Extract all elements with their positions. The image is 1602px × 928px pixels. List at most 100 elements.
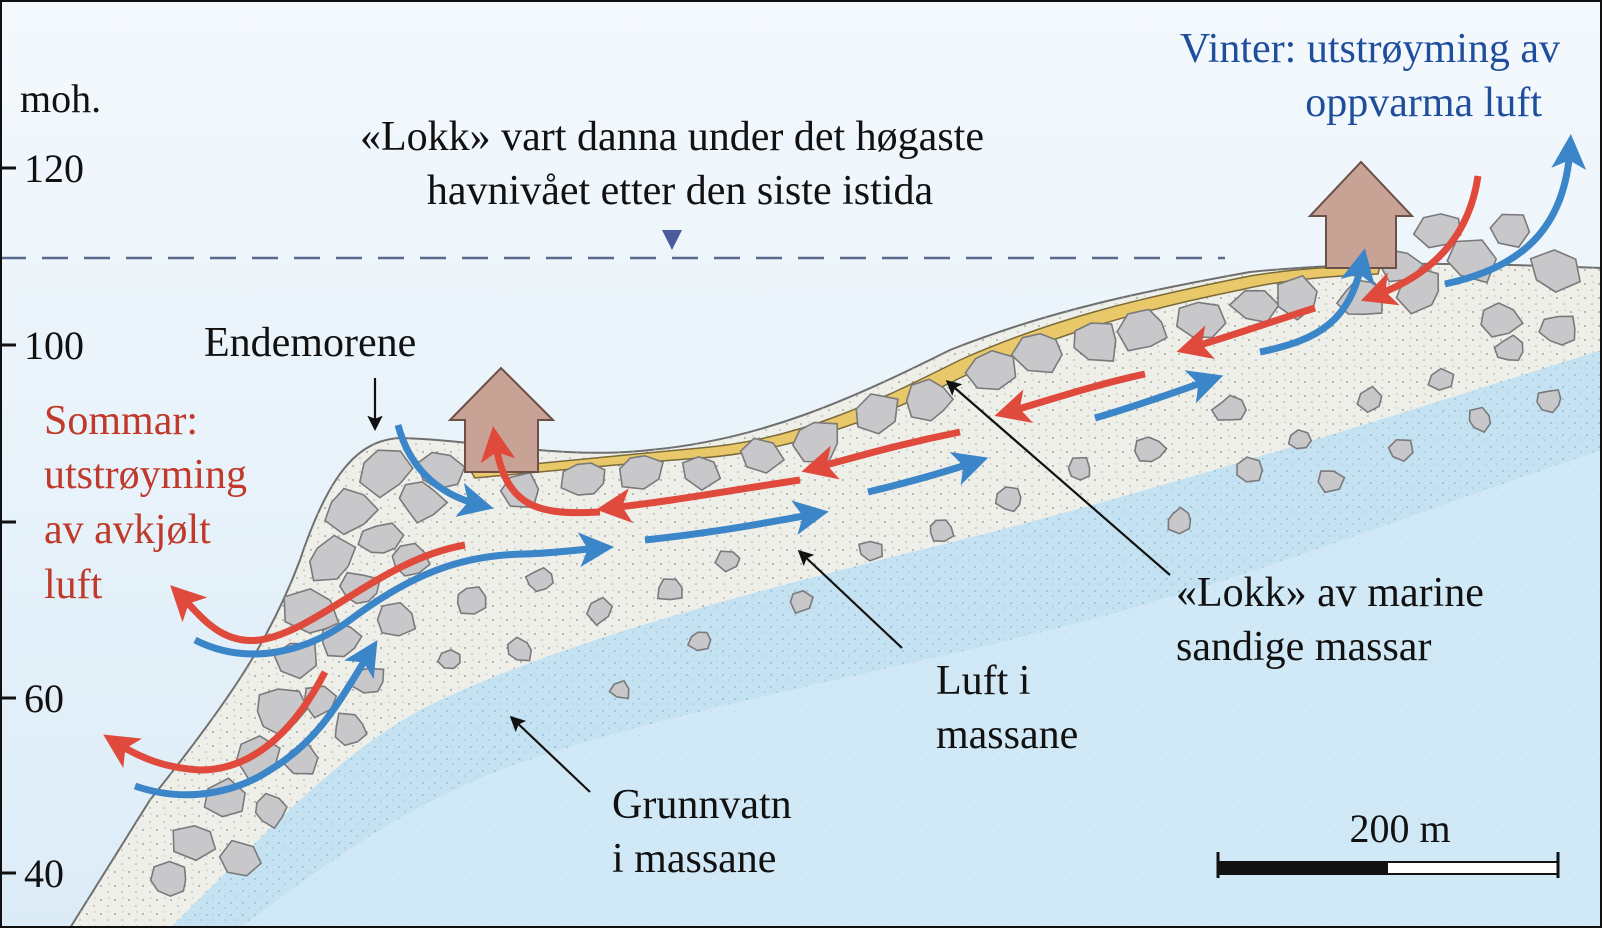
air-flow-arrow <box>994 370 1146 424</box>
rock-icon <box>1536 389 1562 414</box>
winter-label-line2: oppvarma luft <box>1305 80 1542 126</box>
rock-icon <box>506 636 533 662</box>
groundwater-deep <box>240 450 1602 928</box>
rock-icon <box>524 566 554 593</box>
rock-icon <box>1236 456 1264 483</box>
air-flow-arrow <box>170 541 466 645</box>
rock-icon <box>1167 506 1192 535</box>
air-flow-arrow <box>1444 134 1587 288</box>
rock-icon <box>1480 302 1524 338</box>
rock-icon <box>585 596 614 627</box>
rock-icon <box>681 455 722 492</box>
rock-icon <box>334 712 368 747</box>
air-flow-arrow <box>644 500 829 544</box>
air-flow-arrow <box>1094 370 1224 422</box>
endemorene-label: Endemorene <box>204 320 416 366</box>
rock-icon <box>686 631 712 652</box>
lokk-label-line2: sandige massar <box>1176 624 1431 670</box>
air-flow-arrow <box>801 428 961 480</box>
rock-icon <box>357 522 405 554</box>
axis-tick-100: 100 <box>24 323 84 368</box>
rock-icon <box>436 648 461 670</box>
rock-icon <box>1489 213 1531 249</box>
axis-tick-60: 60 <box>24 676 64 721</box>
summer-label-line4: luft <box>44 562 103 608</box>
summer-label-line2: utstrøyming <box>44 452 247 498</box>
rock-icon <box>218 839 262 877</box>
rock-icon <box>1073 322 1117 362</box>
label-pointers <box>367 378 1171 793</box>
rock-icon <box>858 540 884 562</box>
rock-icon <box>994 486 1022 513</box>
rock-icon <box>608 679 630 700</box>
rock-icon <box>456 586 487 615</box>
rock-icon <box>149 860 187 897</box>
rock-icon <box>1538 315 1576 346</box>
winter-label-line1: Vinter: utstrøyming av <box>1180 26 1560 72</box>
rock-icon <box>1412 213 1462 249</box>
rock-icon <box>929 519 955 543</box>
axis-tick-40: 40 <box>24 851 64 896</box>
air-flow-arrow <box>596 476 801 524</box>
house-icon <box>447 366 556 473</box>
elevation-axis: moh. 120 100 60 40 <box>0 76 101 896</box>
rock-icon <box>855 393 899 435</box>
air-flow-arrow <box>394 424 494 517</box>
air-flow-arrow <box>1176 304 1317 359</box>
rock-icon <box>324 487 380 536</box>
scale-bar: 200 m <box>1216 806 1560 878</box>
lokk-label-line1: «Lokk» av marine <box>1176 570 1484 616</box>
air-flow-arrows <box>103 134 1587 799</box>
rock-icon <box>1493 334 1524 362</box>
scale-bar-label: 200 m <box>1349 806 1450 851</box>
rock-icon <box>358 449 414 499</box>
rock-icon <box>308 534 357 582</box>
rock-icon <box>1427 367 1455 391</box>
rock-icon <box>964 349 1017 391</box>
axis-tick-120: 120 <box>24 146 84 191</box>
rock-icon <box>1067 456 1091 481</box>
rock-icon <box>376 601 417 637</box>
air-flow-arrow <box>480 426 601 517</box>
rock-icon <box>1468 406 1492 434</box>
rock-icon <box>1387 438 1414 463</box>
rock-icon <box>739 437 786 474</box>
rock-icon <box>1210 394 1247 421</box>
grunnvatn-label-line2: i massane <box>612 836 776 882</box>
rock-icon <box>656 578 683 601</box>
luft-label-line2: massane <box>936 712 1078 758</box>
rock-icon <box>560 462 606 496</box>
rock-icon <box>1317 470 1346 494</box>
summer-label-line1: Sommar: <box>44 398 198 444</box>
rock-icon <box>398 480 449 524</box>
air-flow-arrow <box>193 532 614 658</box>
lokk-pointer <box>945 379 1171 576</box>
sea-level-note-line1: «Lokk» vart danna under det høgaste <box>360 114 984 160</box>
luft-pointer <box>797 549 903 649</box>
rock-icon <box>714 550 741 573</box>
summer-label-line3: av avkjølt <box>44 507 211 553</box>
rock-icon <box>283 588 341 634</box>
house-icon <box>1307 160 1415 269</box>
water-level-marker <box>662 230 682 250</box>
rock-icon <box>254 792 288 830</box>
air-flow-arrow <box>103 670 329 774</box>
rock-icon <box>1529 249 1582 294</box>
rock-icon <box>1287 429 1313 450</box>
rock-icon <box>1010 332 1063 374</box>
rock-icon <box>1356 385 1383 414</box>
air-flow-arrow <box>133 640 378 799</box>
grunnvatn-pointer <box>509 715 591 793</box>
grunnvatn-label-line1: Grunnvatn <box>612 782 792 828</box>
axis-unit: moh. <box>20 76 101 121</box>
air-flow-arrow <box>867 452 989 496</box>
rock-icon <box>172 824 217 862</box>
rock-icon <box>618 454 664 490</box>
rock-icon <box>905 378 955 422</box>
rock-icon <box>1133 436 1168 463</box>
air-flow-arrow <box>1259 248 1375 356</box>
air-flow-arrow <box>1360 175 1482 306</box>
sea-level-note-line2: havnivået etter den siste istida <box>427 168 934 214</box>
